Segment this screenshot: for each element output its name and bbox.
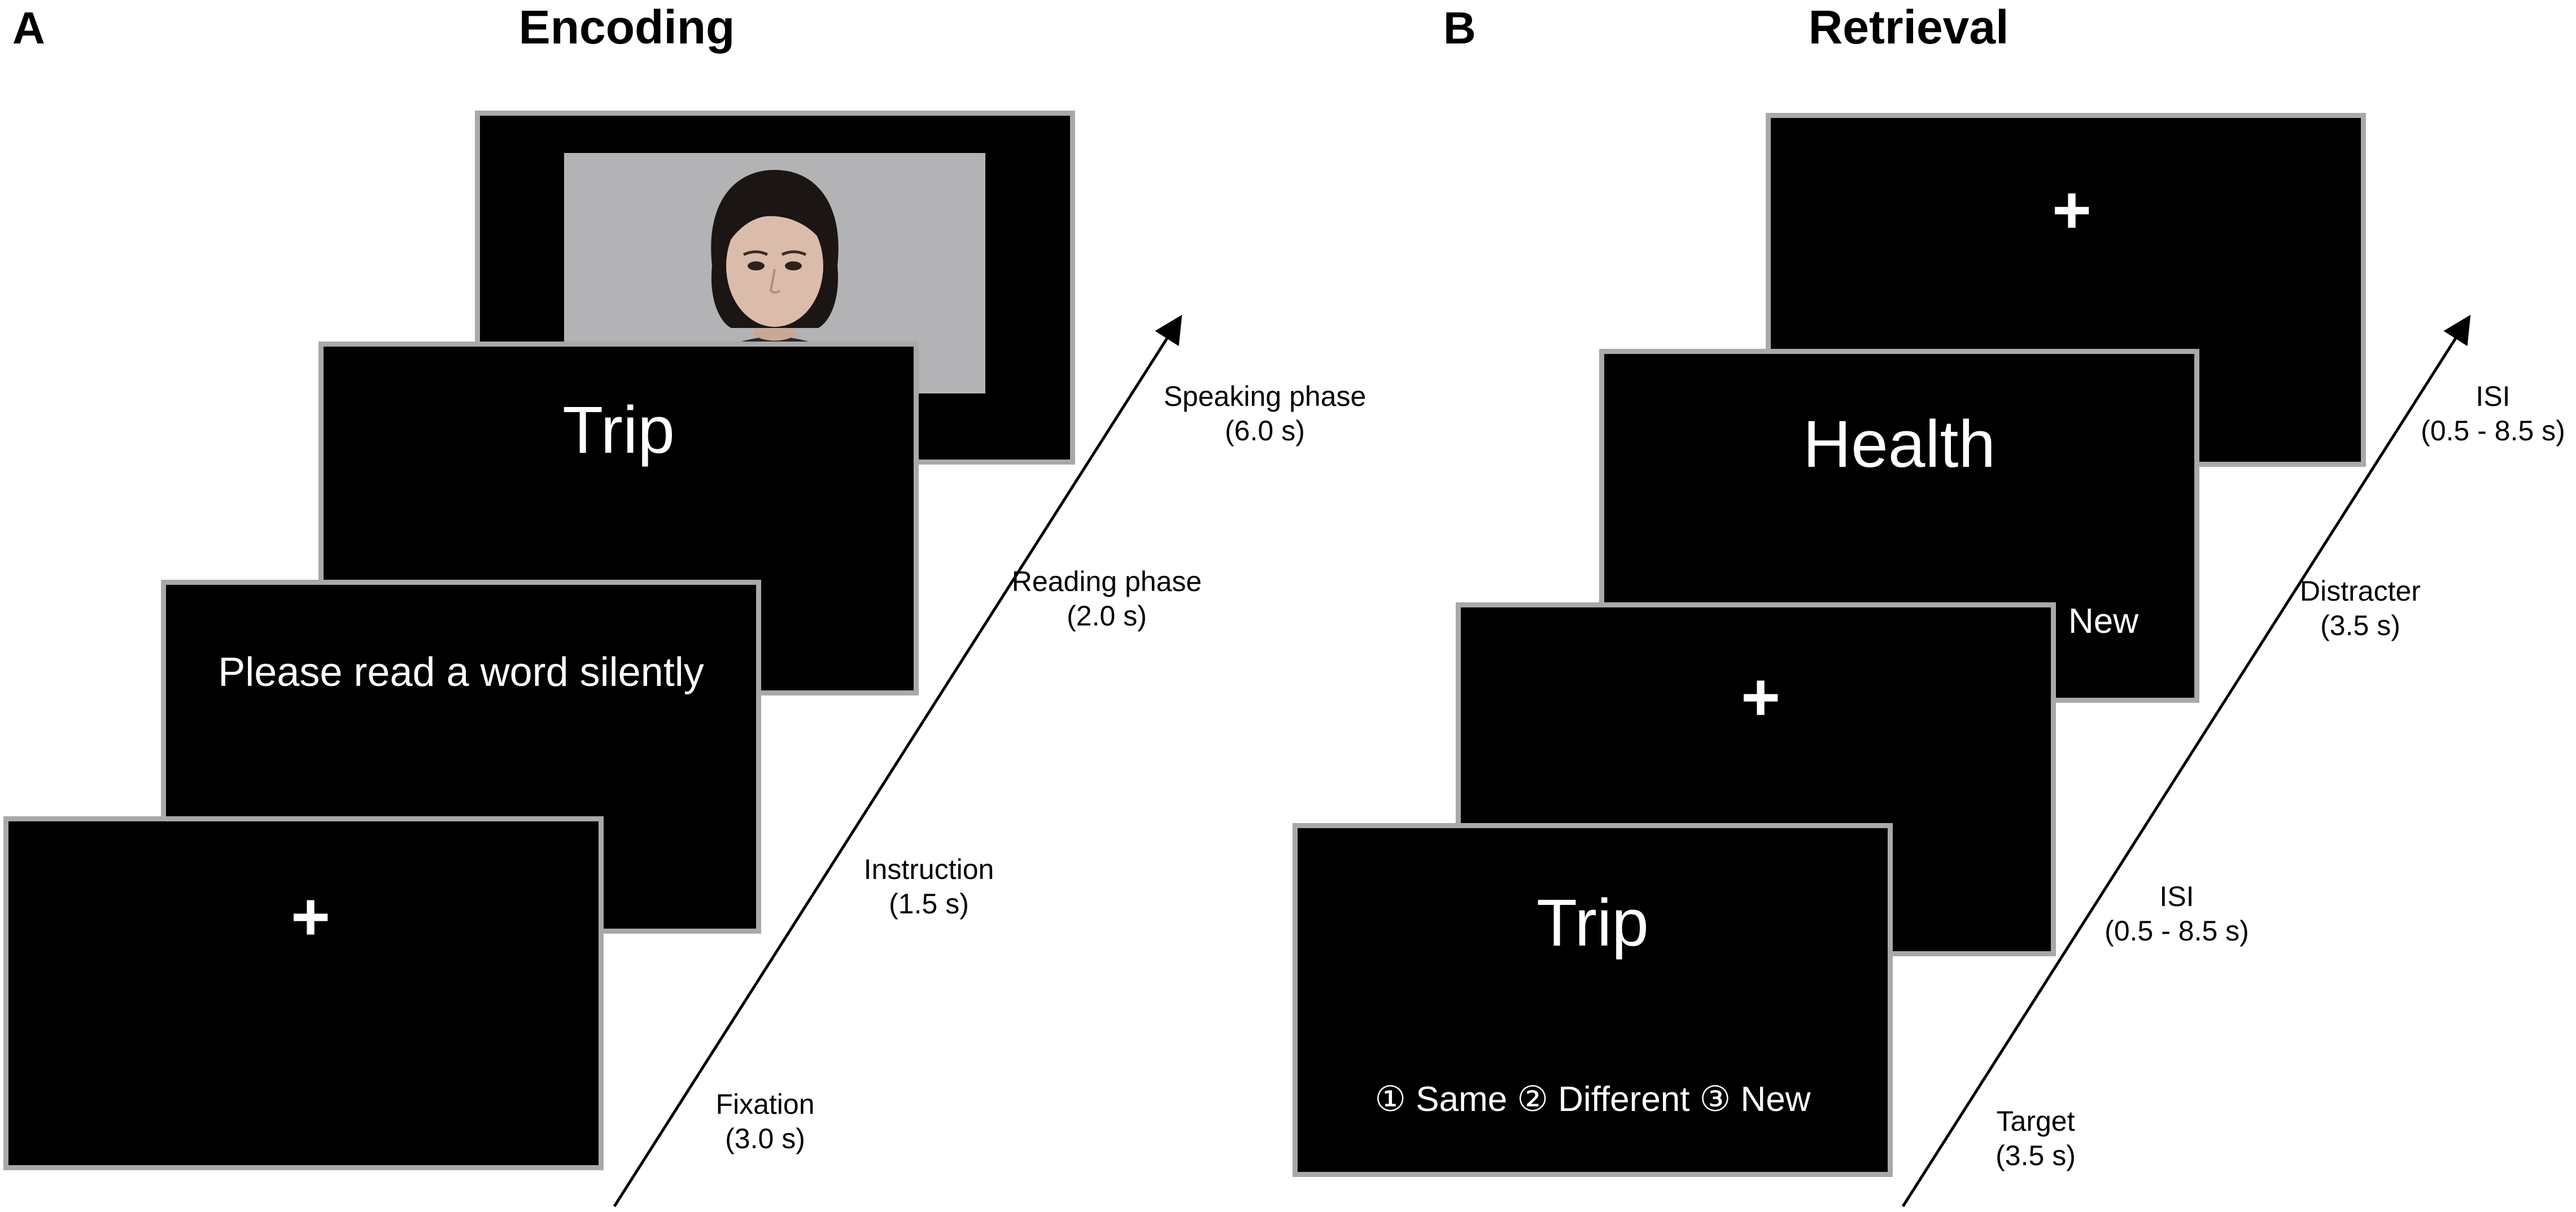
- fixation-screen: +: [3, 816, 604, 1170]
- phase-name: ISI: [2475, 380, 2510, 412]
- isi-fixation-cross-back: +: [2052, 172, 2092, 248]
- phase-name: Distracter: [2300, 575, 2421, 607]
- instruction-text: Please read a word silently: [218, 650, 704, 695]
- retrieval-title: Retrieval: [1808, 1, 2009, 54]
- panel-letter-b: B: [1443, 3, 1476, 53]
- phase-label-target: Target (3.5 s): [1996, 1104, 2076, 1173]
- phase-label-reading: Reading phase (2.0 s): [1012, 565, 1202, 633]
- phase-duration: (0.5 - 8.5 s): [2421, 415, 2565, 447]
- phase-name: Speaking phase: [1163, 380, 1366, 412]
- phase-label-instruction: Instruction (1.5 s): [864, 852, 994, 921]
- phase-duration: (6.0 s): [1225, 415, 1305, 447]
- encoding-title: Encoding: [518, 1, 735, 54]
- phase-label-isi-second: ISI (0.5 - 8.5 s): [2421, 379, 2565, 448]
- panel-letter-a: A: [12, 3, 45, 53]
- phase-duration: (0.5 - 8.5 s): [2105, 915, 2249, 947]
- phase-duration: (1.5 s): [889, 888, 969, 920]
- reading-word: Trip: [562, 393, 675, 467]
- fixation-cross: +: [291, 879, 331, 955]
- target-screen: Trip ① Same ② Different ③ New: [1293, 823, 1893, 1177]
- response-options: ① Same ② Different ③ New: [1374, 1080, 1811, 1119]
- phase-duration: (3.0 s): [725, 1123, 805, 1154]
- distracter-word: Health: [1802, 407, 1996, 482]
- phase-label-fixation: Fixation (3.0 s): [715, 1087, 814, 1156]
- phase-name: Fixation: [715, 1088, 815, 1120]
- phase-duration: (3.5 s): [2320, 610, 2400, 641]
- phase-name: Reading phase: [1011, 566, 1202, 597]
- distracter-option-new: New: [2068, 602, 2139, 641]
- phase-label-speaking: Speaking phase (6.0 s): [1164, 379, 1366, 448]
- phase-label-distracter: Distracter (3.5 s): [2300, 574, 2421, 643]
- phase-name: Instruction: [863, 854, 994, 885]
- target-word: Trip: [1536, 886, 1649, 960]
- phase-duration: (2.0 s): [1067, 600, 1147, 632]
- phase-label-isi-first: ISI (0.5 - 8.5 s): [2105, 880, 2249, 948]
- isi-fixation-cross-front: +: [1741, 659, 1781, 735]
- phase-name: ISI: [2159, 881, 2194, 912]
- phase-duration: (3.5 s): [1996, 1140, 2076, 1171]
- phase-name: Target: [1996, 1105, 2075, 1137]
